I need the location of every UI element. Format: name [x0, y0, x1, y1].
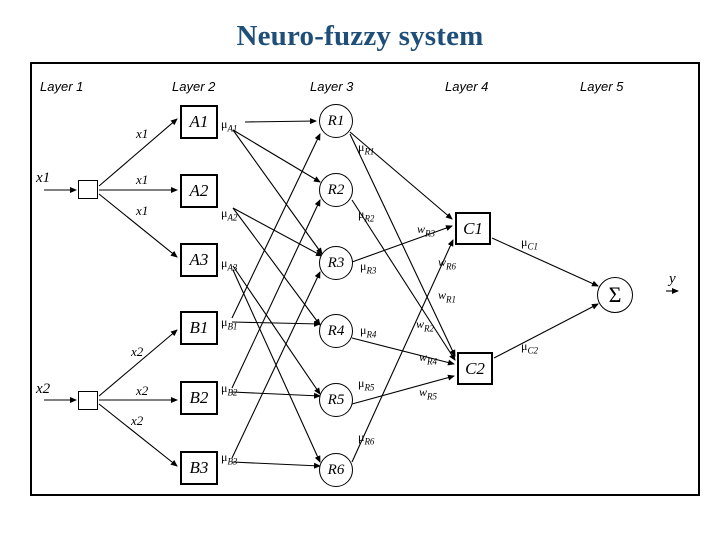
output-label-y: y [669, 271, 676, 287]
layer-label-4: Layer 4 [445, 79, 489, 94]
mu-label-r1: μR1 [358, 140, 375, 157]
edge-label-x1-a1: x1 [136, 126, 149, 141]
node-b2[interactable]: B2 [180, 381, 218, 415]
layer-label-1: Layer 1 [40, 79, 84, 94]
weight-label-r3: wR3 [417, 222, 436, 239]
node-r4[interactable]: R4 [319, 314, 353, 348]
mu-label-r4: μR4 [360, 323, 377, 340]
page-title: Neuro-fuzzy system [236, 20, 484, 52]
layer-label-2: Layer 2 [172, 79, 216, 94]
node-b1[interactable]: B1 [180, 311, 218, 345]
weight-label-r5: wR5 [419, 385, 438, 402]
node-b2-label: B2 [189, 388, 209, 407]
edge-label-x2-b2: x2 [136, 383, 149, 398]
input-node-x1[interactable] [78, 180, 98, 199]
weight-label-r2: wR2 [416, 317, 435, 334]
mu-label-b1: μB1 [221, 315, 238, 332]
edge-label-x2-b3: x2 [131, 413, 144, 428]
node-a3-label: A3 [189, 250, 209, 269]
mu-label-b2: μB2 [221, 381, 238, 398]
node-r1-label: R1 [327, 112, 345, 129]
mu-label-r6: μR6 [358, 430, 375, 447]
edge-label-x1-a3: x1 [136, 203, 149, 218]
input-node-x2[interactable] [78, 391, 98, 410]
mu-label-r3: μR3 [360, 259, 377, 276]
mu-label-r5: μR5 [358, 376, 375, 393]
node-a1[interactable]: A1 [180, 105, 218, 139]
node-c1-label: C1 [463, 218, 483, 238]
node-b1-label: B1 [189, 318, 209, 337]
mu-label-r2: μR2 [358, 207, 375, 224]
edge-label-x2-b1: x2 [131, 344, 144, 359]
layer-label-3: Layer 3 [310, 79, 354, 94]
layer-label-5: Layer 5 [580, 79, 624, 94]
mu-label-c2: μC2 [521, 339, 538, 356]
weight-label-r6: wR6 [438, 255, 457, 272]
mu-label-a1: μA1 [221, 117, 238, 134]
node-summation-label: Σ [608, 282, 622, 307]
mu-label-b3: μB3 [221, 450, 238, 467]
node-r1[interactable]: R1 [319, 104, 353, 138]
node-c1[interactable]: C1 [455, 212, 491, 245]
node-r3-label: R3 [327, 254, 345, 271]
node-c2-label: C2 [465, 358, 485, 378]
node-a2-label: A2 [189, 181, 209, 200]
node-r5[interactable]: R5 [319, 383, 353, 417]
node-r2[interactable]: R2 [319, 173, 353, 207]
input-label-x2: x2 [36, 381, 51, 397]
input-label-x1: x1 [36, 170, 51, 186]
node-r6-label: R6 [327, 461, 345, 478]
node-r5-label: R5 [327, 391, 345, 408]
node-c2[interactable]: C2 [457, 352, 493, 385]
weight-label-r4: wR4 [419, 350, 438, 367]
weight-label-r1: wR1 [438, 288, 457, 305]
node-r4-label: R4 [327, 322, 345, 339]
node-a2[interactable]: A2 [180, 174, 218, 208]
node-r6[interactable]: R6 [319, 453, 353, 487]
mu-label-c1: μC1 [521, 235, 538, 252]
mu-label-a3: μA3 [221, 256, 238, 273]
node-summation[interactable]: Σ [597, 277, 633, 313]
node-a3[interactable]: A3 [180, 243, 218, 277]
node-r3[interactable]: R3 [319, 246, 353, 280]
node-a1-label: A1 [189, 112, 209, 131]
mu-label-a2: μA2 [221, 206, 238, 223]
node-r2-label: R2 [327, 181, 345, 198]
node-b3[interactable]: B3 [180, 451, 218, 485]
edge-label-x1-a2: x1 [136, 172, 149, 187]
node-b3-label: B3 [189, 458, 209, 477]
